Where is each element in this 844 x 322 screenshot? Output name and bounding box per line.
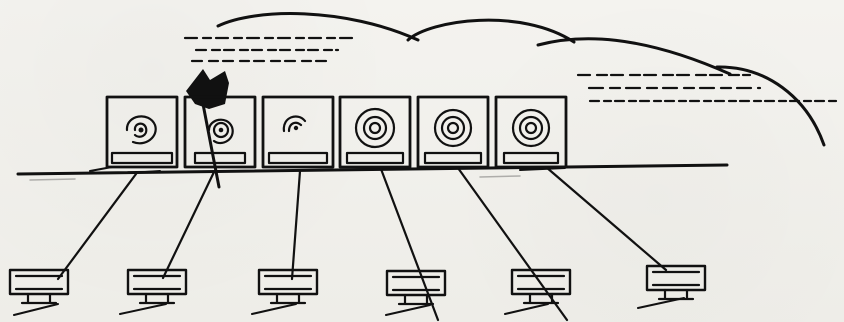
black-flag — [186, 69, 229, 189]
flag-pole — [201, 102, 221, 189]
lane-line-5 — [456, 166, 569, 322]
trajectory-arc-2 — [406, 18, 576, 44]
target-3 — [261, 95, 335, 169]
lane-marker-5 — [510, 268, 572, 305]
lane-marker-6 — [645, 264, 707, 301]
bottom-sketch-marks — [13, 297, 685, 316]
trajectory-arc-4 — [715, 65, 826, 147]
target-1 — [105, 95, 179, 169]
lane-line-1 — [56, 172, 138, 281]
lane-line-6 — [544, 165, 668, 272]
target-5 — [416, 95, 490, 169]
trajectory-arcs — [216, 12, 826, 147]
motion-dashes — [183, 36, 840, 103]
lane-marker-4 — [385, 269, 447, 306]
ground-line — [16, 163, 729, 181]
target-4 — [338, 95, 412, 169]
lane-line-4 — [379, 167, 440, 322]
targets-row — [105, 95, 568, 169]
trajectory-arc-1 — [216, 12, 420, 42]
flag-cloth — [186, 69, 229, 109]
trajectory-arc-3 — [536, 37, 732, 76]
lane-markers — [8, 264, 707, 306]
lane-marker-3 — [257, 268, 319, 305]
lane-marker-2 — [126, 268, 188, 305]
target-2 — [183, 95, 257, 169]
target-6 — [494, 95, 568, 169]
lane-lines — [56, 165, 668, 322]
lane-line-3 — [290, 169, 302, 281]
lane-marker-1 — [8, 268, 70, 305]
lane-line-2 — [161, 170, 216, 280]
